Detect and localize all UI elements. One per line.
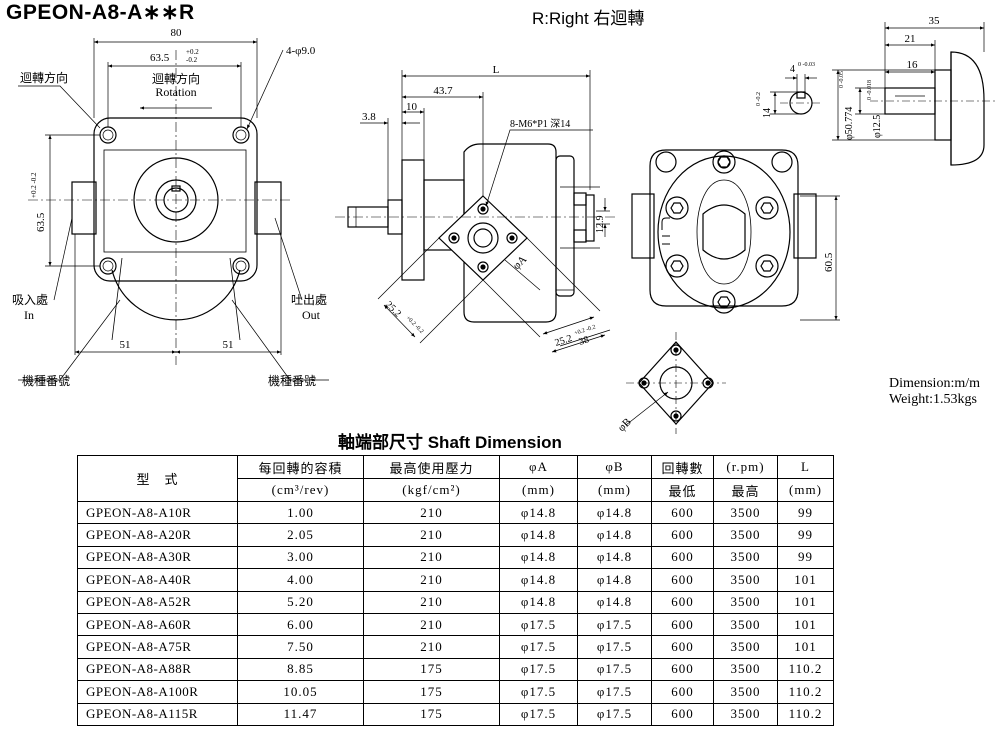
label-outlet-en: Out	[302, 308, 321, 322]
header-speed: 回轉數	[651, 455, 714, 479]
header-speed-min: 最低	[651, 478, 714, 502]
side-view	[335, 70, 615, 353]
header-model: 型 式	[77, 455, 238, 502]
dim-14-tol: 0 -0.2	[756, 92, 762, 106]
dim-60-5: 60.5	[823, 252, 835, 272]
header-phiB: φB	[577, 455, 652, 479]
dim-pilot-dia-tol: 0 -0.05	[839, 71, 845, 88]
mounting-hole	[99, 126, 117, 144]
dim-35: 35	[929, 15, 941, 27]
dim-16: 16	[907, 59, 919, 71]
dim-key-width-tol: 0 -0.03	[798, 62, 815, 68]
header-displacement-unit: (cm³/rev)	[237, 478, 364, 502]
label-inlet-en: In	[24, 308, 34, 322]
mounting-hole	[232, 257, 250, 275]
dim-vertical-tol: +0.2 -0.2	[30, 172, 38, 198]
side-flange	[401, 159, 425, 281]
label-rotation-en: Rotation	[155, 85, 196, 99]
body-arc	[111, 269, 241, 321]
header-L: L	[777, 455, 834, 479]
dim-pilot-dia: φ50.774	[844, 107, 855, 140]
dim-25-2-right: 25.2	[554, 333, 574, 349]
dim-10: 10	[406, 101, 418, 113]
pump-body	[463, 143, 557, 323]
label-inlet-cn: 吸入處	[12, 293, 48, 307]
dim-3-8: 3.8	[362, 111, 376, 123]
dimension-unit: Dimension:m/m	[889, 376, 980, 391]
inlet-port-boss	[71, 181, 97, 235]
dim-L: L	[493, 64, 500, 76]
dim-43-7: 43.7	[433, 85, 453, 97]
label-phiA: φA	[511, 253, 530, 272]
dim-vertical-635: 63.5	[35, 212, 47, 232]
label-outlet-cn: 吐出處	[291, 293, 327, 307]
dim-38: 38	[578, 334, 591, 348]
dim-12-9: 12.9	[595, 216, 606, 234]
mounting-hole	[99, 257, 117, 275]
label-rotation-cn: 迴轉方向	[152, 71, 200, 86]
shaft-detail	[770, 22, 995, 166]
header-speed-max: 最高	[713, 478, 778, 502]
label-phiB: φB	[616, 416, 634, 434]
header-L-unit: (mm)	[777, 478, 834, 502]
header-pressure-unit: (kgf/cm²)	[363, 478, 500, 502]
dim-shaft-dia: φ12.5	[872, 115, 883, 138]
dim-bolt-pitch-tol-upper: +0.2	[186, 48, 199, 56]
dim-21: 21	[905, 33, 916, 45]
shaft-dimension-table: 型 式 每回轉的容積 最高使用壓力 φA φB 回轉數 (r.pm) L (cm…	[77, 455, 834, 726]
mounting-hole	[232, 126, 250, 144]
dim-hole-callout: 4-φ9.0	[286, 45, 316, 57]
dim-key-width: 4	[790, 64, 795, 75]
dim-left-half: 51	[120, 339, 131, 351]
header-phiA-unit: (mm)	[499, 478, 578, 502]
dim-25-2-left: 25.2	[383, 299, 403, 319]
header-phiB-unit: (mm)	[577, 478, 652, 502]
front-view	[18, 38, 329, 381]
label-model-left: 機種番號	[22, 373, 70, 388]
cover-bolts	[665, 150, 779, 314]
rotation-subtitle: R:Right 右迴轉	[532, 9, 645, 28]
technical-drawing: 80 63.5 +0.2 -0.2 4-φ9.0 迴轉方向 迴轉方向 Rotat…	[12, 15, 995, 434]
header-speed-unit: (r.pm)	[713, 455, 778, 479]
dim-right-half: 51	[223, 339, 234, 351]
drawing-title: GPEON-A8-A∗∗R	[6, 1, 195, 24]
dim-width-80: 80	[171, 27, 183, 39]
dim-shaft-dia-tol: 0 -0.018	[867, 80, 873, 100]
dim-bolt-pitch-tol-lower: -0.2	[186, 56, 198, 64]
unit-note: Dimension:m/m Weight:1.53kgs	[889, 376, 980, 408]
label-rotation-direction: 迴轉方向	[20, 70, 68, 85]
dim-25-2-left-tol: +0.2 -0.2	[405, 315, 425, 335]
header-pressure: 最高使用壓力	[363, 455, 500, 479]
outlet-flange-detail	[625, 332, 726, 434]
note-thread: 8-M6*P1 深14	[510, 118, 570, 130]
header-displacement: 每回轉的容積	[237, 455, 364, 479]
table-header-row: 型 式 每回轉的容積 最高使用壓力 φA φB 回轉數 (r.pm) L	[77, 455, 834, 502]
table-title: 軸端部尺寸 Shaft Dimension	[338, 433, 562, 452]
outlet-port-boss	[254, 181, 282, 235]
rear-cover	[657, 155, 791, 309]
mounting-flange	[93, 117, 258, 282]
label-model-right: 機種番號	[268, 373, 316, 388]
weight-note: Weight:1.53kgs	[889, 392, 977, 407]
rear-view	[631, 149, 840, 321]
header-phiA: φA	[499, 455, 578, 479]
dim-14: 14	[762, 108, 773, 118]
dim-bolt-pitch: 63.5	[150, 52, 170, 64]
